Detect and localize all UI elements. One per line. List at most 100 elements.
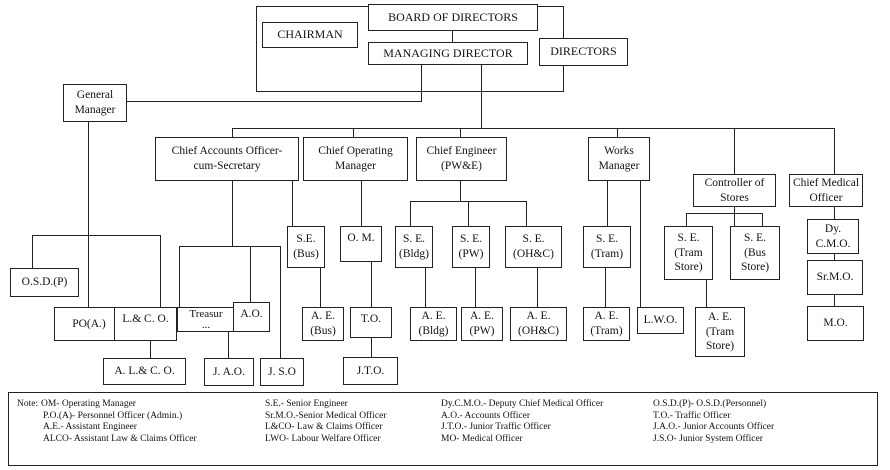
connector [686,213,762,214]
connector [425,268,426,307]
treasurer-box: Treasur ... [177,307,235,332]
lwo-box: L.W.O. [637,307,684,334]
connector [353,128,354,141]
connector [179,246,180,307]
abbreviation-legend: Note: OM- Operating Manager P.O.(A)- Per… [8,392,878,466]
connector [127,101,422,102]
connector [834,207,835,306]
legend-column: OM- Operating Manager P.O.(A)- Personnel… [41,399,197,445]
ae-ohc-box: A. E. (OH&C) [510,307,567,341]
connector [640,181,641,307]
to-box: T.O. [350,307,392,338]
connector [734,128,735,174]
connector [371,338,372,357]
legend-column: S.E.- Senior Engineer Sr.M.O.-Senior Med… [265,399,386,445]
ae-bus-box: A. E. (Bus) [302,307,344,341]
connector [228,332,229,358]
connector [150,341,151,359]
connector [481,64,482,128]
connector [762,213,763,226]
legend-column: Dy.C.M.O.- Deputy Chief Medical Officer … [441,399,603,445]
chief-operating-manager-box: Chief Operating Manager [303,137,408,181]
legend-entry: S.E.- Senior Engineer [265,399,348,409]
se-tram-box: S. E. (Tram) [583,226,631,268]
legend-entry: MO- Medical Officer [441,433,523,444]
legend-entry: J.S.O- Junior System Officer [653,433,763,444]
connector [32,235,33,268]
connector [320,268,321,307]
connector [232,181,233,247]
chief-accounts-officer-box: Chief Accounts Officer- cum-Secretary [155,137,299,181]
legend-entry: J.A.O.- Junior Accounts Officer [653,422,775,432]
legend-entry: ALCO- Assistant Law & Claims Officer [43,433,197,444]
po-box: PO(A.) [54,307,124,341]
legend-entry: J.T.O.- Junior Traffic Officer [441,422,551,432]
connector [734,207,735,226]
connector [421,64,422,102]
jao-box: J. A.O. [204,358,254,386]
directors-box: DIRECTORS [539,38,628,66]
connector [607,181,608,226]
chief-medical-officer-box: Chief Medical Officer [789,174,863,207]
connector [32,235,160,236]
connector [232,128,233,141]
chief-engineer-box: Chief Engineer (PW&E) [416,137,507,181]
ae-tram-box: A. E. (Tram) [583,307,630,341]
connector [526,201,527,226]
chairman-box: CHAIRMAN [262,22,358,48]
se-ohc-box: S. E. (OH&C) [505,226,562,268]
legend-entry: O.S.D.(P)- O.S.D.(Personnel) [653,399,767,409]
general-manager-box: General Manager [63,84,127,122]
sr-mo-box: Sr.M.O. [807,260,863,295]
se-bldg-box: S. E. (Bldg) [395,226,433,268]
works-manager-box: Works Manager [588,137,650,181]
se-tram-store-box: S. E. (Tram Store) [664,226,713,280]
legend-entry: Dy.C.M.O.- Deputy Chief Medical Officer [441,399,604,409]
ae-tram-store-box: A. E. (Tram Store) [695,307,745,357]
ae-bldg-box: A. E. (Bldg) [410,307,457,341]
controller-of-stores-box: Controller of Stores [693,174,776,207]
osd-box: O.S.D.(P) [10,268,79,297]
connector [452,31,453,42]
connector [371,262,372,307]
alco-box: A. L.& C. O. [103,358,186,385]
legend-entry: T.O.- Traffic Officer [653,410,731,421]
connector [410,201,411,226]
se-pw-box: S. E. (PW) [452,226,490,268]
legend-column: O.S.D.(P)- O.S.D.(Personnel) T.O.- Traff… [653,399,774,445]
connector [179,246,280,247]
legend-entry: P.O.(A)- Personnel Officer (Admin.) [43,410,183,421]
connector [468,201,469,226]
connector [686,213,687,226]
connector [617,128,618,141]
connector [292,181,293,226]
connector [280,246,281,358]
connector [460,128,461,141]
connector [537,268,538,307]
jso-box: J. S.O [260,358,304,386]
connector [475,268,476,307]
connector [250,246,251,302]
legend-title: Note: [17,399,39,409]
legend-entry: A.O.- Accounts Officer [441,410,530,421]
legend-entry: LWO- Labour Welfare Officer [265,433,381,444]
se-bus-store-box: S. E. (Bus Store) [730,226,780,280]
lco-box: L.& C. O. [114,307,177,341]
managing-director-box: MANAGING DIRECTOR [368,42,528,65]
connector [160,235,161,307]
connector [834,128,835,174]
legend-entry: A.E.- Assistant Engineer [43,422,137,432]
legend-entry: L&CO- Law & Claims Officer [265,422,383,432]
ae-pw-box: A. E. (PW) [461,307,503,341]
legend-entry: Sr.M.O.-Senior Medical Officer [265,410,387,421]
connector [232,128,835,129]
board-of-directors-box: BOARD OF DIRECTORS [368,4,538,31]
dy-cmo-box: Dy. C.M.O. [807,219,859,254]
connector [460,181,461,201]
connector [361,181,362,226]
connector [706,280,707,307]
connector [88,122,89,307]
jto-box: J.T.O. [343,357,398,385]
se-bus-box: S.E. (Bus) [287,226,325,268]
